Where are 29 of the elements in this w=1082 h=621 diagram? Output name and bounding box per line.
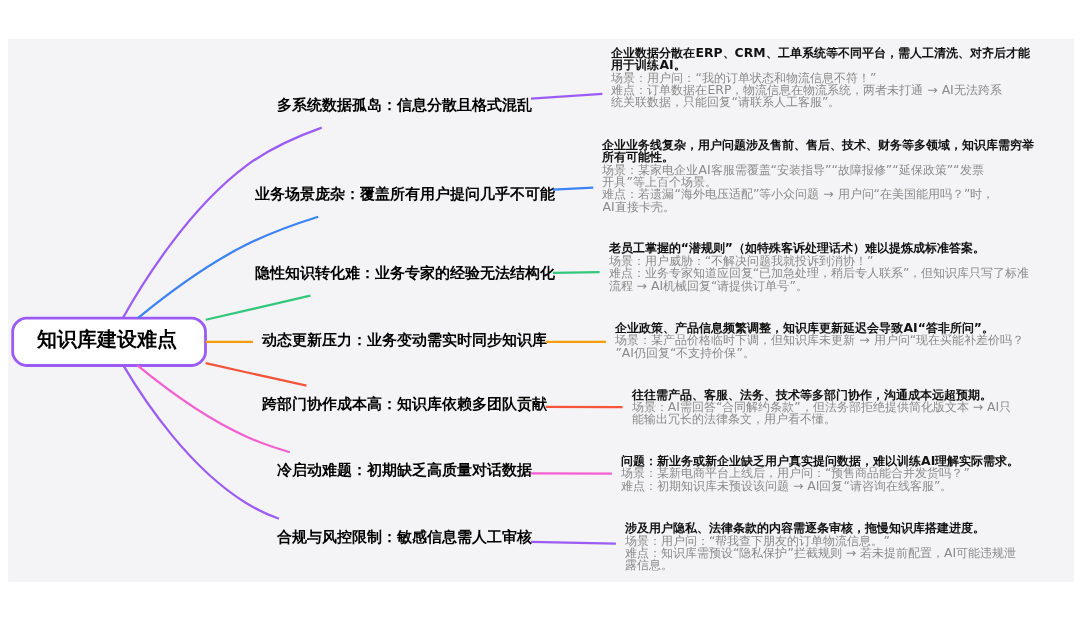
connector: [552, 186, 594, 191]
connector: [205, 362, 307, 387]
connector: [530, 92, 603, 100]
connector: [137, 215, 319, 319]
connector: [545, 340, 607, 343]
node-text: 业务场景庞杂：覆盖所有用户提问几乎不可能: [255, 185, 556, 203]
node-text: 涉及用户隐私、法律条款的内容需逐条审核，拖慢知识库搭建进度。 场景：用户问：“帮我查下朋友的订单物流信息。” 难点：知识库需预设“隐私保护”拦截规则 → 若未提前配置，AI可能违规泄露信息。: [625, 520, 1017, 573]
connector: [205, 340, 254, 343]
node-text: 冷启动难题：初期缺乏高质量对话数据: [277, 461, 533, 479]
connector: [205, 294, 311, 321]
node-text: 动态更新压力：业务变动需实时同步知识库: [262, 330, 548, 348]
node-text: 问题：新业务或新企业缺乏用户真实提问数据，难以训练AI理解实际需求。 场景：某新电商平台上线后，用户问：“预售商品能合并发货吗？” 难点：初期知识库未预设该问题 → AI回复“请咨询在线客服”。: [621, 453, 1020, 493]
node-text: 企业业务线复杂，用户问题涉及售前、售后、技术、财务等多领域，知识库需穷举所有可能性。 场景：某家电企业AI客服需覆盖“安装指导”“故障报修”“延保政策”“发票开具”等上百个场景。 难点：若遗漏“海外电压适配”等小众问题 → 用户问“在美国能用吗？”时，AI直接卡壳。: [602, 136, 1035, 214]
node-text: 企业数据分散在ERP、CRM、工单系统等不同平台，需人工清洗、对齐后才能用于训练AI。 场景：用户问：“我的订单状态和物流信息不符！” 难点：订单数据在ERP，物流信息在物流系统，两者未打通 → AI无法跨系统关联数据，只能回复“请联系人工客服”。: [611, 44, 1030, 110]
connector: [545, 405, 623, 409]
node-text: 跨部门协作成本高：知识库依赖多团队贡献: [262, 394, 548, 412]
connector: [530, 540, 616, 545]
connector: [121, 126, 323, 319]
node-text: 企业政策、产品信息频繁调整，知识库更新延迟会导致AI“答非所问”。 场景：某产品价格临时下调，但知识库未更新 → 用户问“现在买能补差价吗？”AI仍回复“不支持价保”。: [615, 319, 1025, 360]
node-box: 知识库建设难点: [11, 316, 207, 367]
connector: [122, 365, 280, 520]
node-text: 往往需产品、客服、法务、技术等多部门协作，沟通成本远超预期。 场景：AI需回答“合同解约条款”，但法务部拒绝提供简化版文本 → AI只能输出冗长的法律条文，用户看不懂。: [631, 386, 1012, 427]
connector: [552, 271, 600, 274]
node-text: 隐性知识转化难：业务专家的经验无法结构化: [255, 263, 556, 281]
node-text: 多系统数据孤岛：信息分散且格式混乱: [277, 95, 533, 113]
connector: [530, 472, 612, 475]
node-text: 老员工掌握的“潜规则”（如特殊客诉处理话术）难以提炼成标准答案。 场景：用户威胁：“不解决问题我就投诉到消协！” 难点：业务专家知道应回复“已加急处理，稍后专人联系”，但知识库只写了标准流程 → AI机械回复“请提供订单号”。: [608, 240, 1030, 293]
node-text: 合规与风控限制：敏感信息需人工审核: [277, 527, 533, 545]
connector: [136, 364, 291, 454]
